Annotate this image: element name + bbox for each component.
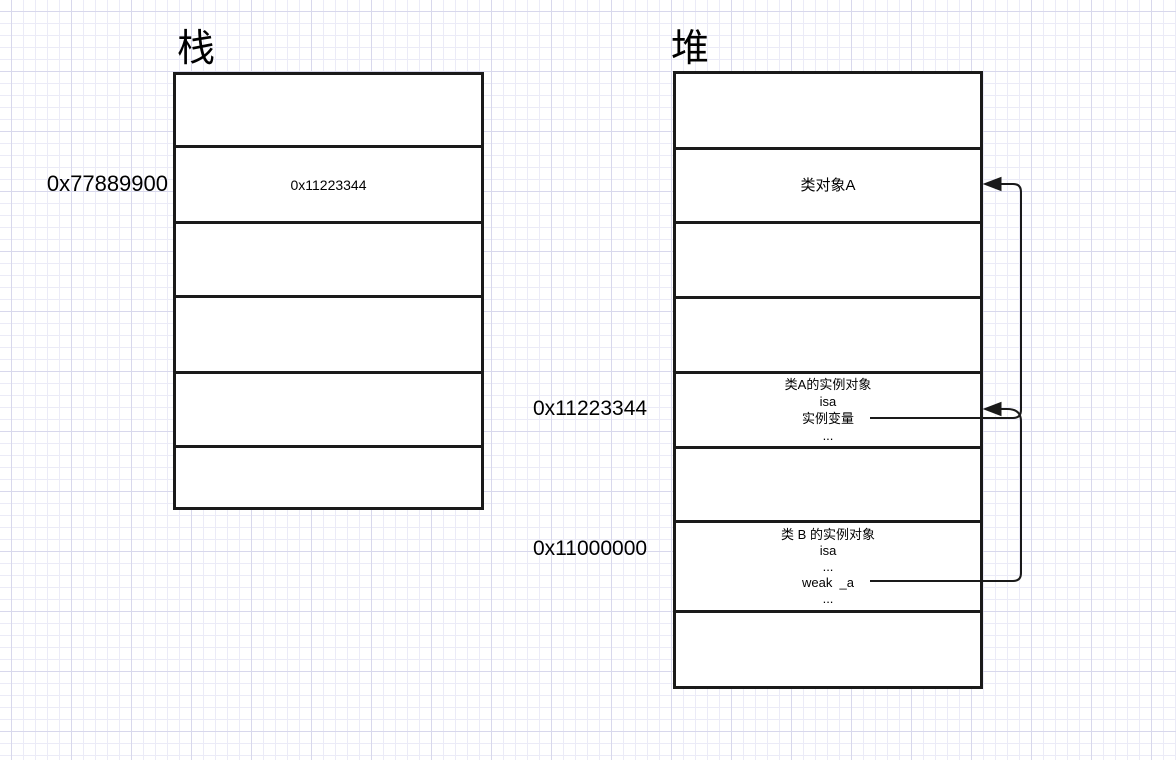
stack-row-pointer-value: 0x11223344 bbox=[176, 145, 481, 221]
heap-row bbox=[676, 74, 980, 147]
heap-row bbox=[676, 221, 980, 296]
instance-b-cell: 类 B 的实例对象 isa ... weak _a ... bbox=[781, 527, 875, 607]
stack-title: 栈 bbox=[177, 28, 217, 70]
instance-a-ellipsis: ... bbox=[822, 428, 834, 443]
instance-a-ivars: 实例变量 bbox=[801, 411, 854, 426]
stack-row bbox=[176, 371, 481, 445]
stack-row bbox=[176, 75, 481, 145]
isa-pointer-arrowhead bbox=[982, 176, 1002, 192]
weak-pointer-arrowhead bbox=[982, 401, 1002, 417]
instance-b-title: 类 B 的实例对象 bbox=[781, 526, 875, 542]
stack-row bbox=[176, 221, 481, 295]
heap-row bbox=[676, 610, 980, 686]
instance-a-title: 类A的实例对象 bbox=[784, 377, 872, 392]
stack-row bbox=[176, 445, 481, 507]
instance-a-cell: 类A的实例对象 isa 实例变量 ... bbox=[785, 376, 872, 444]
heap-title: 堆 bbox=[671, 28, 711, 70]
class-object-a-label: 类对象A bbox=[800, 176, 856, 194]
instance-a-isa: isa bbox=[819, 394, 837, 409]
instance-b-ellipsis-1: ... bbox=[822, 558, 834, 574]
stack-address-label: 0x77889900 bbox=[46, 171, 168, 196]
instance-b-isa: isa bbox=[819, 542, 837, 558]
heap-row-instance-b: 类 B 的实例对象 isa ... weak _a ... bbox=[676, 520, 980, 610]
heap-row-instance-a: 类A的实例对象 isa 实例变量 ... bbox=[676, 371, 980, 446]
heap-row bbox=[676, 446, 980, 520]
heap-address-label-instance-b: 0x11000000 bbox=[533, 537, 648, 560]
instance-b-ellipsis-2: ... bbox=[822, 590, 834, 606]
stack-box: 0x11223344 bbox=[173, 72, 484, 510]
stack-row bbox=[176, 295, 481, 371]
heap-address-label-instance-a: 0x11223344 bbox=[533, 397, 648, 420]
heap-row bbox=[676, 296, 980, 371]
heap-box: 类对象A 类A的实例对象 isa 实例变量 ... 类 B 的实例对象 isa … bbox=[673, 71, 983, 689]
instance-b-weak-a: weak _a bbox=[801, 574, 855, 590]
stack-pointer-value: 0x11223344 bbox=[290, 176, 367, 193]
heap-row-class-object-a: 类对象A bbox=[676, 147, 980, 221]
